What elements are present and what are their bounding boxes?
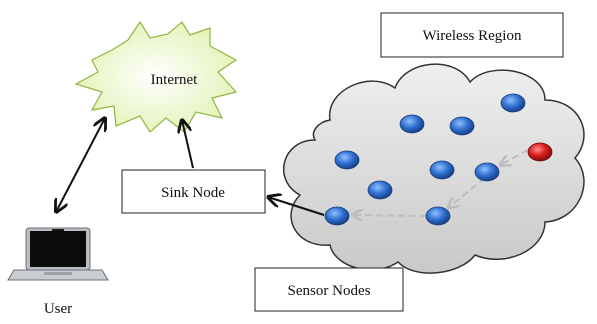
arrow-internet-user — [56, 118, 105, 212]
arrow-sink-to-internet — [182, 120, 194, 169]
arrow-sensor-to-sink — [268, 197, 325, 216]
sensor-node — [367, 180, 393, 200]
wireless-region-label: Wireless Region — [423, 28, 522, 44]
sensor-node — [474, 162, 500, 182]
path-arrow — [352, 215, 428, 216]
laptop-icon — [7, 227, 109, 281]
connection-arrows — [56, 118, 325, 216]
sensor-node — [399, 114, 425, 134]
wireless-region-box — [380, 12, 564, 58]
path-arrow — [448, 177, 486, 208]
sensor-nodes-label: Sensor Nodes — [288, 283, 371, 299]
user-label: User — [44, 301, 72, 317]
sink-node-box — [121, 169, 266, 214]
path-arrow — [500, 149, 529, 165]
sensor-nodes — [324, 93, 526, 226]
sensor-node — [500, 93, 526, 113]
sensor-node — [334, 150, 360, 170]
internet-label: Internet — [151, 72, 198, 88]
sensor-node — [449, 116, 475, 136]
sensor-node — [425, 206, 451, 226]
sensor-node — [324, 206, 350, 226]
routing-path — [352, 149, 529, 216]
sensor-node — [429, 160, 455, 180]
source-node — [527, 142, 553, 162]
sensor-nodes-box — [254, 267, 404, 312]
sink-node-label: Sink Node — [161, 185, 225, 201]
internet-burst — [74, 20, 238, 133]
